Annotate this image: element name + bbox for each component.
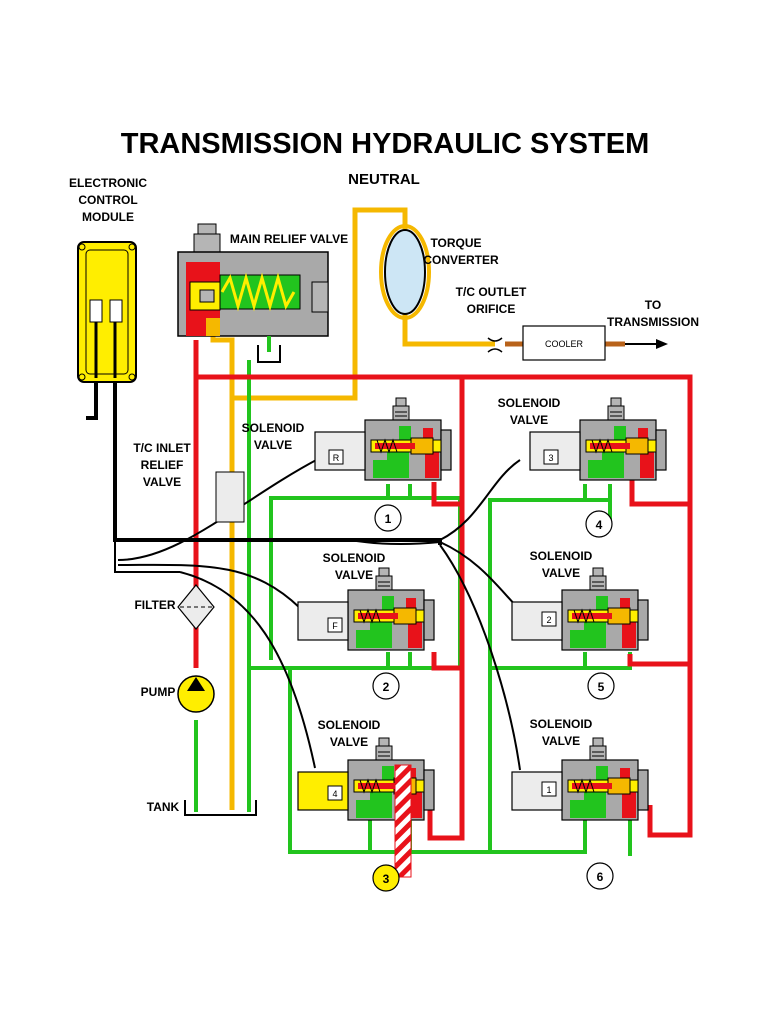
pump-icon [177, 675, 215, 713]
svg-text:5: 5 [598, 680, 605, 694]
svg-text:6: 6 [597, 870, 604, 884]
solenoid-id-1: 1 [546, 785, 551, 795]
torque-converter-label: TORQUE CONVERTER [423, 236, 499, 267]
tc-inlet-label: T/C INLET RELIEF VALVE [133, 441, 191, 489]
clutch-circle-6: 6 [586, 862, 614, 890]
ecm-label: ELECTRONIC CONTROL MODULE [69, 176, 147, 224]
main-relief-valve [177, 223, 329, 363]
solenoid-valve-1: 1 [511, 737, 649, 821]
solenoid-valve-f: F [297, 567, 435, 651]
filter-label: FILTER [134, 598, 175, 612]
clutch-circle-5: 5 [587, 672, 615, 700]
svg-text:MODULE: MODULE [82, 210, 134, 224]
svg-text:SOLENOID: SOLENOID [530, 717, 593, 731]
torque-converter [379, 224, 431, 320]
svg-text:ELECTRONIC: ELECTRONIC [69, 176, 147, 190]
svg-text:VALVE: VALVE [254, 438, 292, 452]
clutch-circle-4: 4 [585, 510, 613, 538]
svg-text:RELIEF: RELIEF [141, 458, 184, 472]
svg-text:VALVE: VALVE [143, 475, 181, 489]
svg-text:2: 2 [383, 680, 390, 694]
main-relief-label: MAIN RELIEF VALVE [230, 232, 348, 246]
svg-text:VALVE: VALVE [335, 568, 373, 582]
svg-text:3: 3 [383, 872, 390, 886]
control-wires [86, 378, 521, 771]
svg-text:SOLENOID: SOLENOID [498, 396, 561, 410]
tc-inlet-relief-valve [215, 471, 245, 523]
solenoid-label-2: SOLENOID VALVE [530, 549, 593, 580]
solenoid-valve-4: 4 [297, 737, 435, 821]
clutch-circle-1: 1 [374, 504, 402, 532]
active-clutch-feed [394, 764, 412, 878]
solenoid-label-4: SOLENOID VALVE [318, 718, 381, 749]
solenoid-valve-2: 2 [511, 567, 649, 651]
ecm-module [77, 241, 137, 383]
svg-text:SOLENOID: SOLENOID [318, 718, 381, 732]
solenoid-id-2: 2 [546, 615, 551, 625]
solenoid-label-3: SOLENOID VALVE [498, 396, 561, 427]
svg-text:SOLENOID: SOLENOID [323, 551, 386, 565]
solenoid-id-f: F [332, 621, 338, 631]
svg-text:SOLENOID: SOLENOID [530, 549, 593, 563]
solenoid-valve-r: R [314, 397, 452, 481]
cooler: COOLER [522, 325, 606, 361]
solenoid-id-r: R [333, 453, 340, 463]
svg-text:4: 4 [596, 518, 603, 532]
svg-text:T/C INLET: T/C INLET [133, 441, 191, 455]
tank-label: TANK [147, 800, 180, 814]
svg-text:T/C OUTLET: T/C OUTLET [456, 285, 527, 299]
tc-outlet-label: T/C OUTLET ORIFICE [456, 285, 527, 316]
to-transmission-label: TO TRANSMISSION [607, 298, 699, 329]
diagram-title: TRANSMISSION HYDRAULIC SYSTEM [121, 128, 649, 160]
arrow-right-icon [625, 339, 668, 349]
svg-text:COOLER: COOLER [545, 339, 584, 349]
diagram-subtitle: NEUTRAL [348, 171, 420, 188]
svg-text:VALVE: VALVE [510, 413, 548, 427]
clutch-circle-2: 2 [372, 672, 400, 700]
solenoid-id-4: 4 [332, 789, 337, 799]
solenoid-label-r: SOLENOID VALVE [242, 421, 305, 452]
svg-text:SOLENOID: SOLENOID [242, 421, 305, 435]
svg-text:VALVE: VALVE [542, 734, 580, 748]
solenoid-label-f: SOLENOID VALVE [323, 551, 386, 582]
solenoid-id-3: 3 [548, 453, 553, 463]
svg-text:TRANSMISSION: TRANSMISSION [607, 315, 699, 329]
svg-text:VALVE: VALVE [330, 735, 368, 749]
svg-text:ORIFICE: ORIFICE [467, 302, 516, 316]
svg-text:CONVERTER: CONVERTER [423, 253, 499, 267]
tank-icon [184, 800, 257, 816]
svg-text:TO: TO [645, 298, 661, 312]
svg-text:CONTROL: CONTROL [78, 193, 137, 207]
svg-text:VALVE: VALVE [542, 566, 580, 580]
svg-text:TORQUE: TORQUE [430, 236, 481, 250]
solenoid-valve-3: 3 [529, 397, 667, 481]
clutch-circle-3: 3 [372, 864, 400, 892]
solenoid-label-1: SOLENOID VALVE [530, 717, 593, 748]
svg-text:1: 1 [385, 512, 392, 526]
filter-icon [177, 584, 215, 630]
tc-outlet-orifice-icon [487, 337, 503, 353]
pump-label: PUMP [141, 685, 176, 699]
